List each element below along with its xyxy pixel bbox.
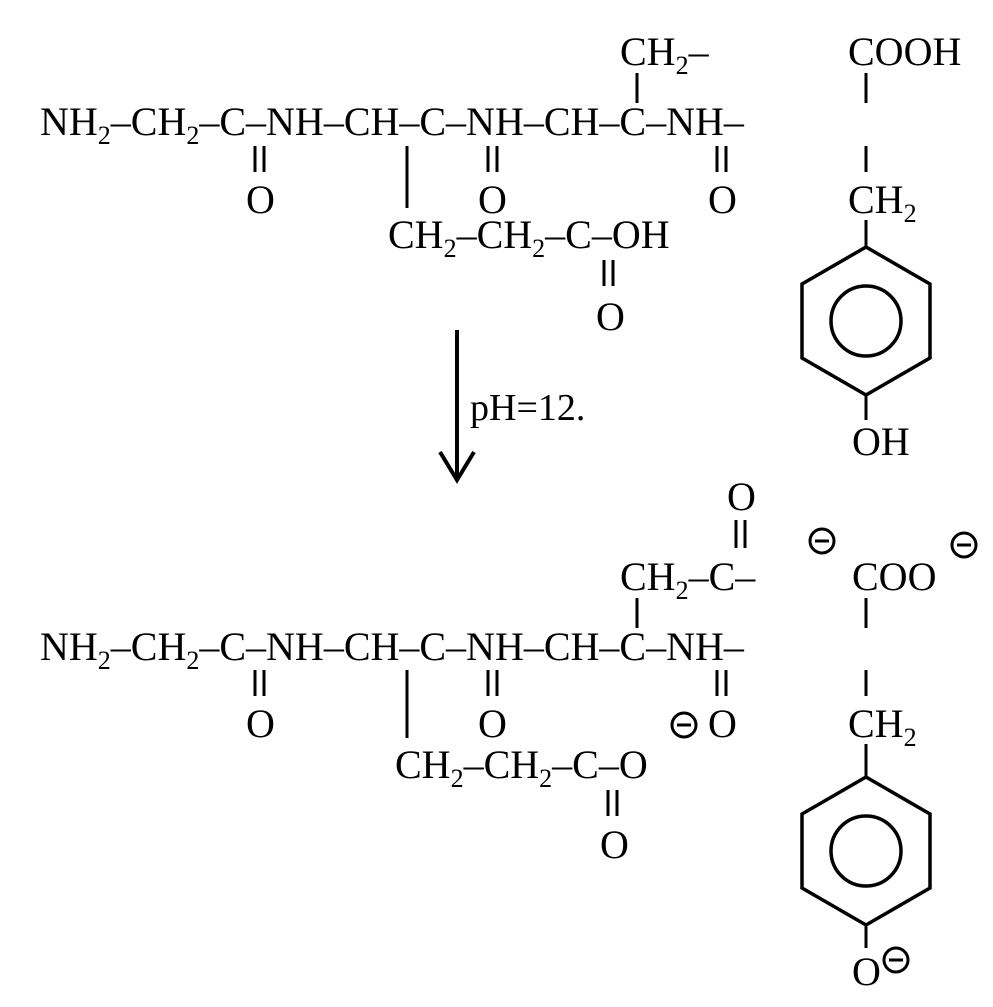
carbonyl-oxygen-1: O — [246, 177, 275, 222]
reactant-structure: NH2–CH2–C–NH–CH–C–NH–CH–C–NH– O O O CH2–… — [40, 29, 961, 464]
p-glu-carboxylate-charge-icon — [670, 711, 698, 739]
p-carbonyl-oxygen-1: O — [246, 701, 275, 746]
p-phenolate-oxygen: O — [852, 949, 881, 994]
tyr-ch2: CH2 — [848, 177, 917, 228]
glu-carbonyl-oxygen: O — [596, 294, 625, 339]
p-tyr-carboxylate: COO — [852, 554, 936, 599]
product-main-chain: NH2–CH2–C–NH–CH–C–NH–CH–C–NH– — [40, 624, 745, 675]
carbonyl-oxygen-2: O — [478, 177, 507, 222]
tyr-carboxyl: COOH — [848, 29, 961, 74]
p-glu-side-chain: CH2–CH2–C–O — [395, 742, 648, 793]
glu-side-chain: CH2–CH2–C–OH — [388, 212, 670, 263]
p-carbonyl-oxygen-2: O — [478, 701, 507, 746]
p-aromatic-circle — [829, 814, 903, 888]
p-ala-side-chain: CH2–C– — [620, 554, 756, 605]
aromatic-circle — [829, 284, 903, 358]
p-tyr-ch2: CH2 — [848, 701, 917, 752]
arrow-condition-label: pH=12. — [470, 387, 585, 429]
reaction-arrow: pH=12. — [438, 330, 585, 484]
p-side-charge-icon — [808, 527, 836, 555]
p-tyr-benzene-ring — [800, 774, 932, 928]
p-side-carbonyl-oxygen: O — [727, 474, 756, 519]
arrow-head — [438, 450, 476, 484]
p-phenolate-charge-icon — [882, 946, 910, 974]
p-carbonyl-oxygen-3: O — [708, 701, 737, 746]
p-carboxylate-charge-icon — [950, 531, 978, 559]
phenol-oh: OH — [852, 419, 910, 464]
p-glu-carbonyl-oxygen: O — [600, 822, 629, 867]
product-structure: NH2–CH2–C–NH–CH–C–NH–CH–C–NH– O O O O CH… — [40, 474, 978, 994]
carbonyl-oxygen-3: O — [708, 177, 737, 222]
reactant-main-chain: NH2–CH2–C–NH–CH–C–NH–CH–C–NH– — [40, 99, 745, 150]
ala-side-chain: CH2– — [620, 29, 710, 80]
tyr-benzene-ring — [800, 244, 932, 398]
